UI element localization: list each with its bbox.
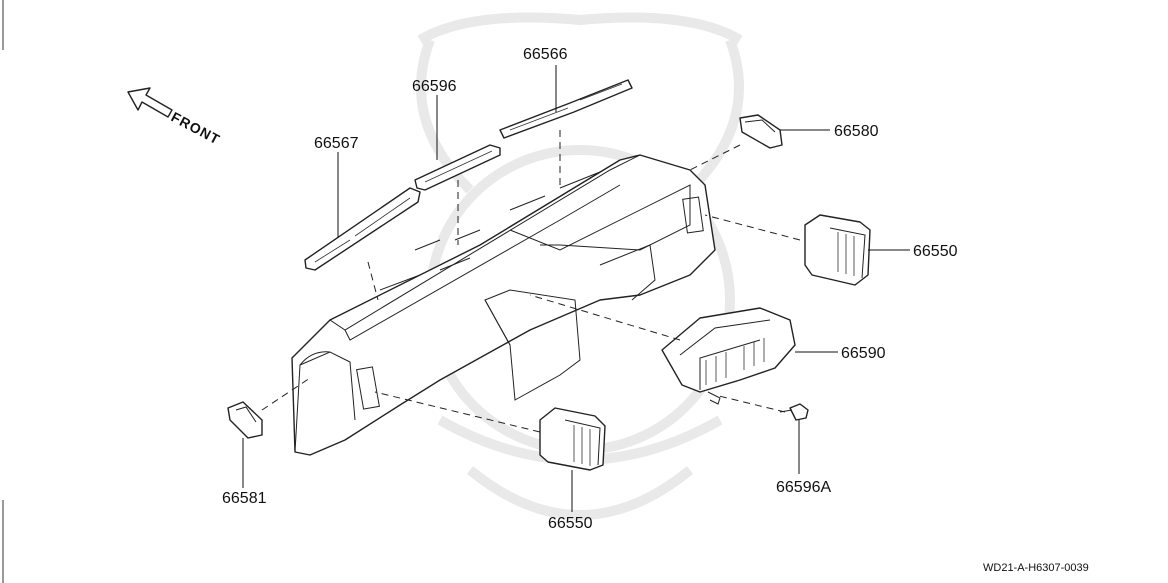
label-66596A: 66596A [776,479,831,496]
label-66596: 66596 [412,78,457,95]
louver-66550-right [804,214,871,286]
front-arrow-icon [127,87,173,118]
vent-strip-66566 [499,79,633,139]
louver-66550-bottom [539,407,606,471]
dashboard-panel [291,154,716,456]
label-66567: 66567 [314,135,359,152]
side-vent-66580 [739,114,783,149]
vent-strip-66567 [304,187,421,271]
label-66580: 66580 [834,123,879,140]
leader-lines [242,65,910,512]
label-66566: 66566 [523,46,568,63]
center-vent-66590 [661,307,796,405]
label-66550-right: 66550 [913,243,958,260]
side-vent-66581 [227,401,263,439]
label-66550-bottom: 66550 [548,515,593,532]
label-66590: 66590 [841,345,886,362]
label-66581: 66581 [222,490,267,507]
screw-66596A [779,403,809,421]
front-label: FRONT [169,109,224,148]
diagram-code: WD21-A-H6307-0039 [983,562,1089,574]
alignment-lines [261,130,801,433]
vent-strip-66596 [414,144,501,191]
